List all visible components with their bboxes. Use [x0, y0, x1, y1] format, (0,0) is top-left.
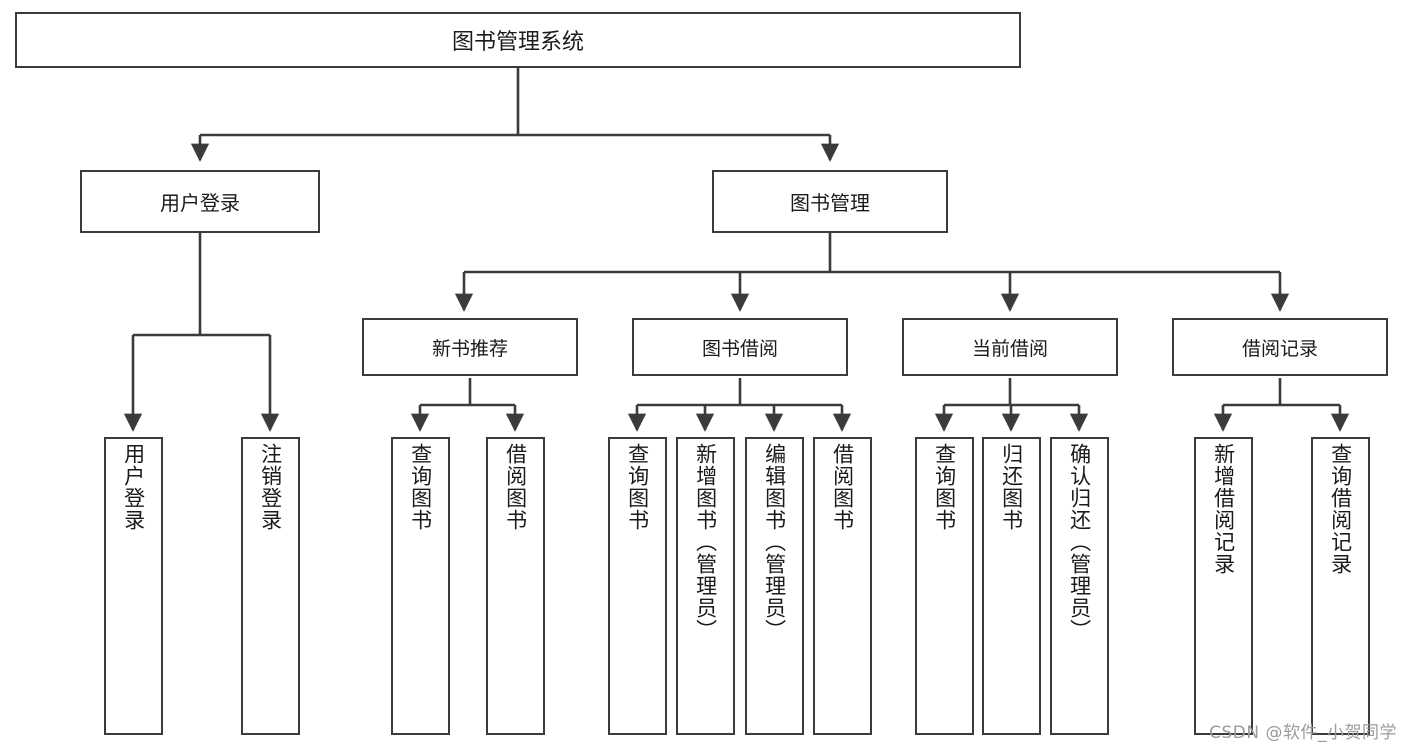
leaf-add-borrow-record[interactable]: 新增借阅记录	[1194, 437, 1253, 735]
leaf-return-book[interactable]: 归还图书	[982, 437, 1041, 735]
node-label: 借阅记录	[1241, 337, 1318, 360]
node-user-login[interactable]: 用户登录	[80, 170, 320, 233]
leaf-query-book-current[interactable]: 查询图书	[915, 437, 974, 735]
node-label: 借阅图书	[830, 443, 855, 531]
leaf-edit-book[interactable]: 编辑图书（管理员）	[745, 437, 804, 735]
node-label: 注销登录	[258, 443, 283, 531]
node-book-management[interactable]: 图书管理	[712, 170, 948, 233]
node-label: 查询借阅记录	[1328, 443, 1353, 575]
node-label: 当前借阅	[971, 337, 1048, 360]
node-borrow-record[interactable]: 借阅记录	[1172, 318, 1388, 376]
node-label: 查询图书	[932, 443, 957, 531]
node-root-system[interactable]: 图书管理系统	[15, 12, 1021, 68]
node-new-book-recommend[interactable]: 新书推荐	[362, 318, 578, 376]
node-label: 归还图书	[999, 443, 1024, 531]
node-book-borrow[interactable]: 图书借阅	[632, 318, 848, 376]
leaf-query-book-borrow[interactable]: 查询图书	[608, 437, 667, 735]
leaf-confirm-return[interactable]: 确认归还（管理员）	[1050, 437, 1109, 735]
node-label: 编辑图书（管理员）	[762, 443, 787, 641]
node-current-borrow[interactable]: 当前借阅	[902, 318, 1118, 376]
node-label: 查询图书	[625, 443, 650, 531]
node-label: 图书管理系统	[451, 30, 584, 55]
node-label: 新书推荐	[431, 337, 508, 360]
node-label: 查询图书	[408, 443, 433, 531]
node-label: 图书管理	[790, 191, 870, 215]
node-label: 图书借阅	[701, 337, 778, 360]
leaf-query-borrow-record[interactable]: 查询借阅记录	[1311, 437, 1370, 735]
node-label: 用户登录	[121, 443, 146, 531]
node-label: 借阅图书	[503, 443, 528, 531]
node-label: 新增图书（管理员）	[693, 443, 718, 641]
leaf-query-book-recommend[interactable]: 查询图书	[391, 437, 450, 735]
node-label: 确认归还（管理员）	[1067, 443, 1092, 641]
node-label: 用户登录	[160, 191, 240, 215]
watermark-text: CSDN @软件_小贺同学	[1209, 723, 1397, 743]
leaf-user-logout[interactable]: 注销登录	[241, 437, 300, 735]
leaf-add-book[interactable]: 新增图书（管理员）	[676, 437, 735, 735]
node-label: 新增借阅记录	[1211, 443, 1236, 575]
leaf-borrow-book-recommend[interactable]: 借阅图书	[486, 437, 545, 735]
leaf-user-login[interactable]: 用户登录	[104, 437, 163, 735]
leaf-borrow-book[interactable]: 借阅图书	[813, 437, 872, 735]
